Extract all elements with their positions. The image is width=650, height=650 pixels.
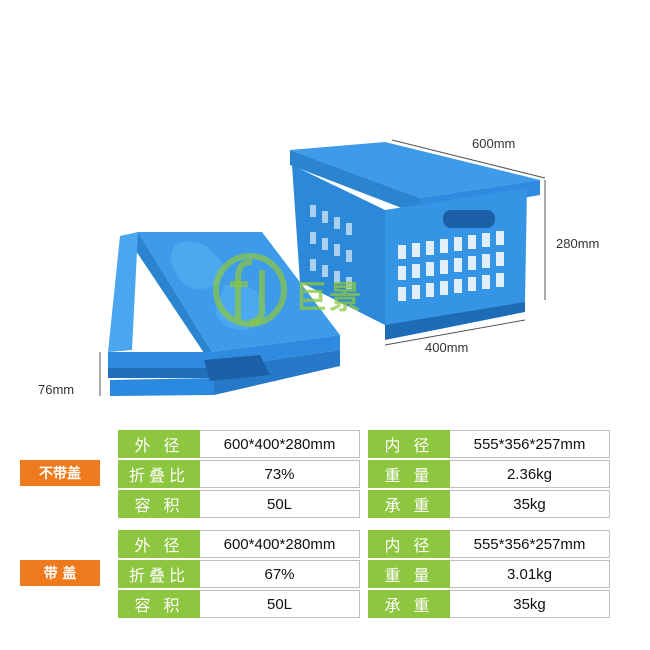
spec-row: 重 量 3.01kg	[368, 560, 610, 588]
spec-row: 承 重 35kg	[368, 590, 610, 618]
folded-height-label: 76mm	[38, 382, 75, 397]
spec-key: 重 量	[368, 460, 450, 488]
spec-key: 折叠比	[118, 560, 200, 588]
spec-value: 67%	[200, 560, 360, 588]
length-label: 600mm	[472, 136, 516, 151]
spec-key: 内 径	[368, 430, 450, 458]
spec-key: 承 重	[368, 590, 450, 618]
spec-value: 73%	[200, 460, 360, 488]
spec-row: 外 径 600*400*280mm	[118, 530, 360, 558]
spec-row: 外 径 600*400*280mm	[118, 430, 360, 458]
spec-value: 35kg	[450, 590, 610, 618]
spec-value: 3.01kg	[450, 560, 610, 588]
width-label: 400mm	[425, 340, 469, 355]
brand-logo-icon	[213, 253, 287, 327]
dimension-lines	[99, 139, 546, 396]
spec-value: 555*356*257mm	[450, 430, 610, 458]
spec-key: 外 径	[118, 430, 200, 458]
spec-row: 容 积 50L	[118, 590, 360, 618]
product-illustration: 600mm 280mm 400mm 76mm 巨景	[38, 136, 600, 397]
spec-key: 容 积	[118, 490, 200, 518]
brand-name: 巨景	[295, 278, 364, 316]
spec-value: 555*356*257mm	[450, 530, 610, 558]
spec-key: 承 重	[368, 490, 450, 518]
spec-value: 600*400*280mm	[200, 530, 360, 558]
folded-crate	[108, 232, 340, 396]
spec-value: 2.36kg	[450, 460, 610, 488]
spec-row: 折叠比 67%	[118, 560, 360, 588]
spec-row: 承 重 35kg	[368, 490, 610, 518]
spec-key: 容 积	[118, 590, 200, 618]
height-label: 280mm	[556, 236, 600, 251]
spec-key: 外 径	[118, 530, 200, 558]
spec-value: 600*400*280mm	[200, 430, 360, 458]
spec-value: 50L	[200, 590, 360, 618]
spec-row: 内 径 555*356*257mm	[368, 530, 610, 558]
spec-value: 35kg	[450, 490, 610, 518]
spec-row: 内 径 555*356*257mm	[368, 430, 610, 458]
spec-key: 重 量	[368, 560, 450, 588]
tag-with-lid: 带 盖	[20, 560, 100, 586]
tag-without-lid: 不带盖	[20, 460, 100, 486]
spec-row: 容 积 50L	[118, 490, 360, 518]
spec-key: 折叠比	[118, 460, 200, 488]
spec-key: 内 径	[368, 530, 450, 558]
spec-value: 50L	[200, 490, 360, 518]
spec-row: 折叠比 73%	[118, 460, 360, 488]
spec-row: 重 量 2.36kg	[368, 460, 610, 488]
open-crate	[290, 142, 540, 340]
crate-drawing	[99, 139, 546, 396]
